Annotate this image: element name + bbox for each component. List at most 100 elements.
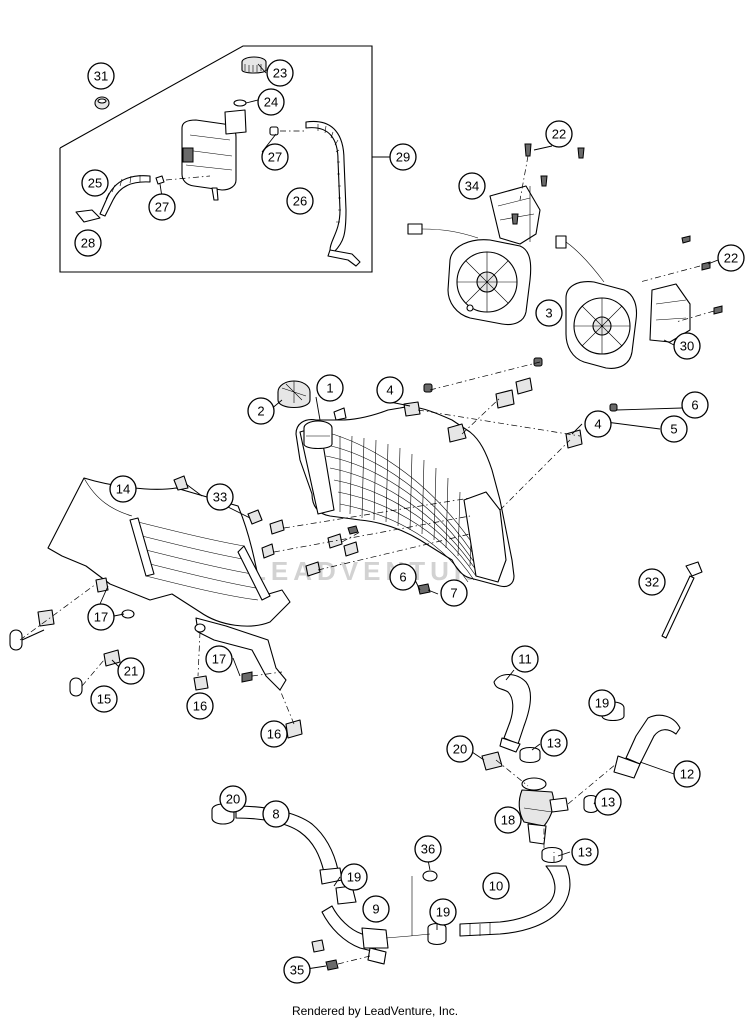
callout-label: 29 [396, 150, 410, 165]
fan-left [447, 239, 532, 326]
callout-27: 27 [148, 193, 176, 221]
callout-12: 12 [673, 760, 701, 788]
fan-screws [511, 143, 723, 323]
cap-seal [233, 99, 247, 107]
callout-label: 11 [518, 652, 532, 667]
callout-9: 9 [362, 895, 390, 923]
callout-7: 7 [440, 579, 468, 607]
fan-connector-right [555, 235, 605, 283]
parts-diagram: 31 23 24 27 29 25 27 26 28 22 34 22 3 30… [9, 45, 745, 984]
callout-6: 6 [681, 391, 709, 419]
callout-label: 19 [436, 905, 450, 920]
grommet-small [94, 96, 110, 110]
callout-label: 36 [421, 842, 435, 857]
callout-label: 27 [155, 200, 169, 215]
callout-label: 16 [267, 727, 281, 742]
callout-13: 13 [540, 729, 568, 757]
callout-26: 26 [286, 187, 314, 215]
callout-label: 6 [691, 398, 698, 413]
fan-bracket-right [649, 283, 691, 343]
callout-19: 19 [429, 898, 457, 926]
thermostat [518, 777, 569, 845]
callout-label: 28 [81, 236, 95, 251]
callout-label: 17 [94, 610, 108, 625]
callout-30: 30 [673, 332, 701, 360]
callout-19: 19 [340, 863, 368, 891]
callout-label: 22 [724, 251, 738, 266]
callout-label: 4 [594, 417, 601, 432]
callout-label: 1 [326, 381, 333, 396]
callout-17: 17 [205, 645, 233, 673]
shroud-hardware [9, 475, 303, 739]
callout-4: 4 [376, 376, 404, 404]
callout-31: 31 [87, 62, 115, 90]
callout-label: 24 [264, 95, 278, 110]
callout-1: 1 [316, 374, 344, 402]
radiator [295, 406, 515, 588]
callout-label: 20 [453, 742, 467, 757]
footer-credit: Rendered by LeadVenture, Inc. [291, 1004, 459, 1018]
callout-17: 17 [87, 603, 115, 631]
callout-label: 3 [545, 306, 552, 321]
callout-23: 23 [266, 59, 294, 87]
callout-35: 35 [283, 956, 311, 984]
callout-label: 2 [257, 404, 264, 419]
callout-label: 14 [116, 482, 130, 497]
callout-label: 31 [94, 69, 108, 84]
callout-5: 5 [660, 415, 688, 443]
callout-13: 13 [594, 788, 622, 816]
callout-label: 12 [680, 767, 694, 782]
radiator-mounts [261, 357, 618, 595]
callout-label: 4 [386, 383, 393, 398]
tank-cap [241, 56, 267, 74]
callout-label: 8 [272, 807, 279, 822]
expansion-tank-inset [59, 45, 390, 273]
callout-label: 30 [680, 339, 694, 354]
callout-16: 16 [260, 720, 288, 748]
callout-label: 15 [97, 692, 111, 707]
callout-11: 11 [511, 645, 539, 673]
callout-label: 6 [399, 570, 406, 585]
hose-12 [613, 714, 681, 779]
radiator-cap [277, 380, 311, 409]
callout-label: 25 [88, 176, 102, 191]
callout-label: 18 [501, 813, 515, 828]
callout-19: 19 [588, 689, 616, 717]
radiator-shroud [47, 477, 291, 627]
hose-10 [459, 865, 571, 937]
cable-tie [661, 561, 703, 639]
callout-label: 5 [670, 422, 677, 437]
callout-label: 16 [193, 699, 207, 714]
callout-13: 13 [571, 838, 599, 866]
callout-label: 35 [290, 963, 304, 978]
expansion-tank [181, 109, 247, 201]
callout-36: 36 [414, 835, 442, 863]
hose-11 [493, 673, 532, 753]
callout-34: 34 [458, 172, 486, 200]
callout-label: 13 [547, 736, 561, 751]
callout-22: 22 [717, 244, 745, 272]
overflow-hose [305, 120, 361, 267]
callout-label: 19 [347, 870, 361, 885]
callout-label: 23 [273, 66, 287, 81]
callout-label: 9 [372, 902, 379, 917]
callout-label: 26 [293, 194, 307, 209]
vent-hose [75, 175, 151, 223]
callout-3: 3 [535, 299, 563, 327]
callout-label: 21 [124, 664, 138, 679]
callout-20: 20 [446, 735, 474, 763]
fan-right [565, 281, 638, 369]
callout-25: 25 [81, 169, 109, 197]
callout-label: 27 [268, 150, 282, 165]
callout-20: 20 [219, 785, 247, 813]
callout-label: 22 [552, 127, 566, 142]
callout-14: 14 [109, 475, 137, 503]
callout-label: 7 [450, 586, 457, 601]
callout-15: 15 [90, 685, 118, 713]
callout-2: 2 [247, 397, 275, 425]
callout-label: 33 [213, 490, 227, 505]
callout-33: 33 [206, 483, 234, 511]
callout-18: 18 [494, 806, 522, 834]
callout-label: 32 [645, 575, 659, 590]
callout-10: 10 [482, 872, 510, 900]
